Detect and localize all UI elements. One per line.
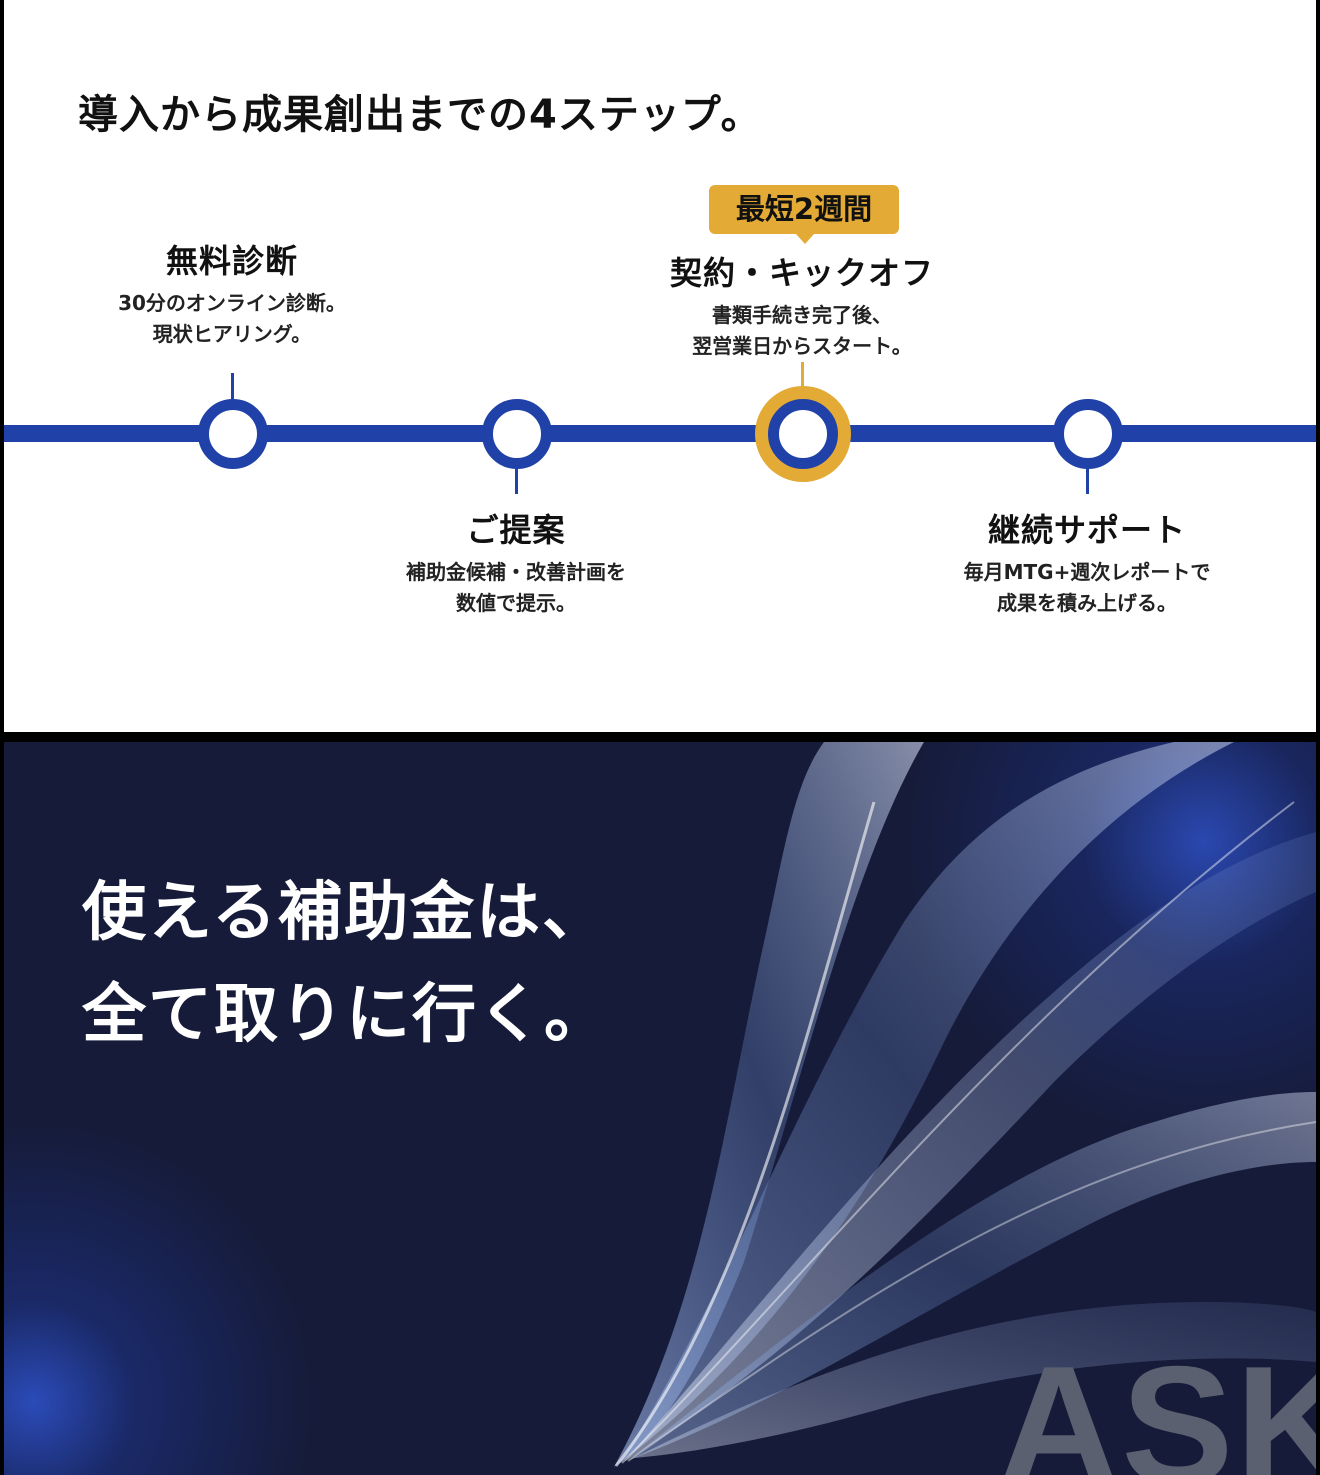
desc-line: 30分のオンライン診断。 — [118, 291, 346, 315]
hero-panel: 使える補助金は、 全て取りに行く。 ASK — [4, 742, 1316, 1475]
step-3-node-highlighted — [768, 399, 838, 469]
desc-line: 翌営業日からスタート。 — [692, 334, 912, 358]
step-4: 継続サポート 毎月MTG+週次レポートで 成果を積み上げる。 — [907, 505, 1267, 619]
duration-badge: 最短2週間 — [709, 185, 899, 244]
timeline-connector — [801, 362, 804, 390]
step-description: 補助金候補・改善計画を 数値で提示。 — [336, 557, 696, 619]
section-heading: 導入から成果創出までの4ステップ。 — [78, 92, 762, 138]
desc-line: 書類手続き完了後、 — [712, 303, 892, 327]
steps-panel: 導入から成果創出までの4ステップ。 無料診断 30分のオンライン診断。 現状ヒア… — [4, 0, 1316, 732]
hero-tagline: 使える補助金は、 全て取りに行く。 — [82, 862, 610, 1066]
step-2: ご提案 補助金候補・改善計画を 数値で提示。 — [336, 505, 696, 619]
step-1-node — [198, 399, 268, 469]
brand-watermark: ASK — [998, 1331, 1316, 1475]
step-4-node — [1053, 399, 1123, 469]
step-description: 30分のオンライン診断。 現状ヒアリング。 — [52, 288, 412, 350]
desc-line: 成果を積み上げる。 — [997, 591, 1177, 615]
timeline-connector — [1086, 462, 1089, 494]
step-title: 無料診断 — [165, 242, 298, 280]
step-2-node — [482, 399, 552, 469]
timeline-line — [4, 425, 1316, 442]
step-description: 書類手続き完了後、 翌営業日からスタート。 — [622, 300, 982, 362]
desc-line: 毎月MTG+週次レポートで — [963, 560, 1211, 584]
timeline-connector — [515, 462, 518, 494]
step-description: 毎月MTG+週次レポートで 成果を積み上げる。 — [907, 557, 1267, 619]
step-3: 契約・キックオフ 書類手続き完了後、 翌営業日からスタート。 — [622, 248, 982, 362]
tagline-line: 使える補助金は、 — [82, 876, 609, 950]
step-title: 契約・キックオフ — [669, 254, 934, 292]
timeline-connector — [231, 373, 234, 403]
step-title: ご提案 — [466, 511, 566, 549]
desc-line: 数値で提示。 — [456, 591, 576, 615]
tagline-line: 全て取りに行く。 — [82, 978, 610, 1052]
step-title: 継続サポート — [987, 511, 1186, 549]
desc-line: 現状ヒアリング。 — [152, 322, 312, 346]
desc-line: 補助金候補・改善計画を — [406, 560, 626, 584]
glass-swoosh-graphic — [614, 742, 1316, 1467]
step-1: 無料診断 30分のオンライン診断。 現状ヒアリング。 — [52, 236, 412, 350]
